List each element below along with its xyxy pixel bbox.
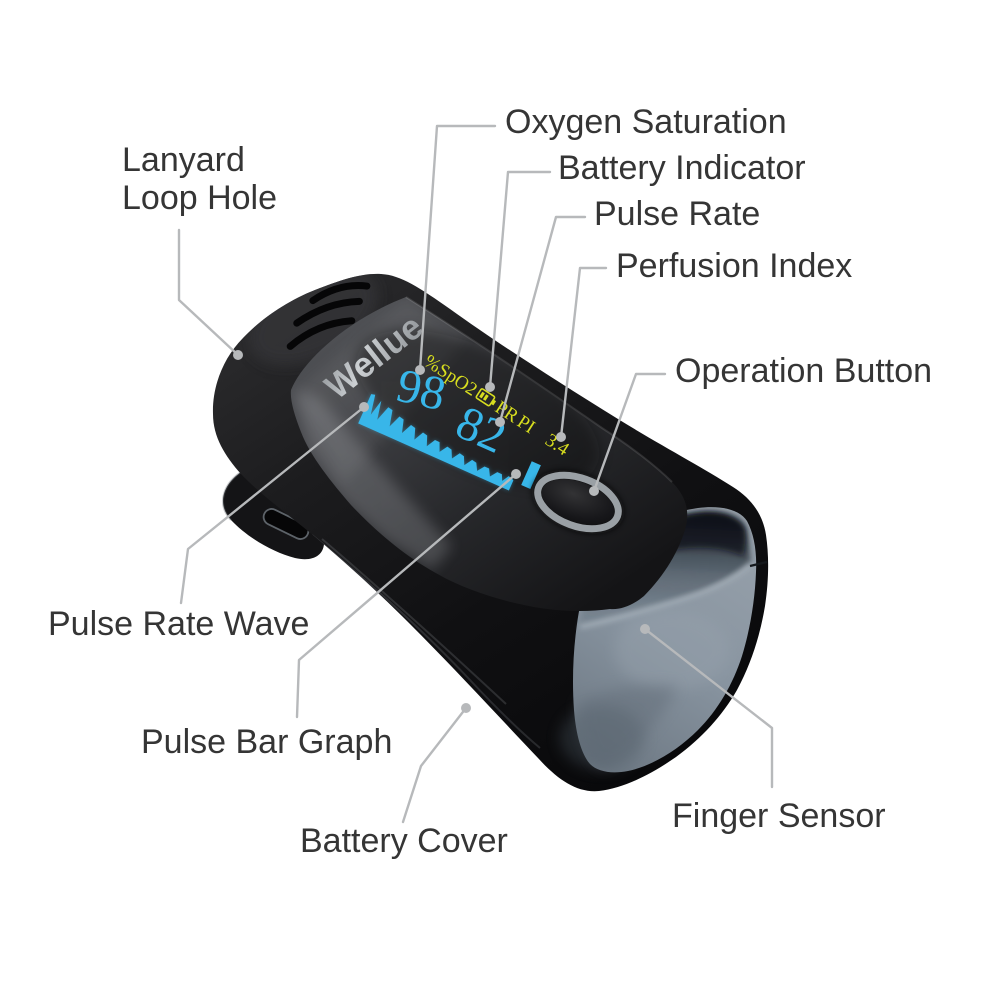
label-operation-button: Operation Button	[675, 352, 933, 390]
leader-pulse-bar-graph	[295, 472, 518, 719]
leader-pulse-rate	[498, 215, 587, 424]
leader-battery-cover	[401, 706, 468, 824]
leader-lanyard-loop-hole	[177, 228, 240, 357]
label-perfusion-index: Perfusion Index	[616, 247, 853, 285]
label-lanyard-loop-hole: Lanyard Loop Hole	[122, 141, 277, 217]
dot-pulse-rate-wave	[359, 402, 369, 412]
panel-sheen-lower	[293, 390, 452, 570]
leader-operation-button	[592, 372, 667, 493]
label-pulse-bar-graph: Pulse Bar Graph	[141, 723, 393, 761]
leader-battery-indicator	[488, 170, 552, 389]
dot-pulse-bar-graph	[511, 469, 521, 479]
lanyard-tab	[222, 469, 325, 560]
leader-oxygen-saturation	[418, 124, 497, 372]
dot-pulse-rate	[495, 417, 505, 427]
lanyard-tab-edge	[222, 469, 245, 521]
label-pulse-rate: Pulse Rate	[594, 195, 761, 233]
leader-lines	[177, 124, 774, 824]
leader-finger-sensor	[643, 627, 774, 789]
battery-icon	[475, 388, 497, 407]
dot-finger-sensor	[640, 624, 650, 634]
body-edge-highlight	[311, 534, 541, 749]
label-lanyard-line2: Loop Hole	[122, 179, 278, 217]
label-lanyard-line1: Lanyard	[122, 141, 245, 179]
leader-perfusion-index	[559, 266, 608, 439]
leader-pulse-rate-wave	[179, 405, 366, 605]
button-ring	[534, 471, 622, 533]
sensor-floor-shade	[578, 684, 678, 768]
dot-oxygen-saturation	[415, 365, 425, 375]
pulse-waveform	[358, 394, 514, 491]
label-battery-cover: Battery Cover	[300, 822, 508, 860]
sensor-seam	[749, 560, 768, 568]
label-finger-sensor: Finger Sensor	[672, 797, 886, 835]
battery-cover-seam	[321, 538, 507, 705]
label-oxygen-saturation: Oxygen Saturation	[505, 103, 787, 141]
device: %SpO2 PR PI 3.4 98 82 Wellue	[212, 273, 769, 792]
dot-battery-cover	[461, 703, 471, 713]
label-pulse-rate-wave: Pulse Rate Wave	[48, 605, 310, 643]
dot-perfusion-index	[556, 432, 566, 442]
leader-dots	[233, 350, 650, 713]
pulse-bar	[521, 461, 541, 490]
dot-lanyard-loop-hole	[233, 350, 243, 360]
vent-grooves	[286, 282, 371, 350]
label-battery-indicator: Battery Indicator	[558, 149, 806, 187]
sensor-smile-lip	[579, 562, 753, 629]
dot-battery-indicator	[485, 382, 495, 392]
lanyard-hole	[262, 508, 310, 540]
dot-operation-button	[589, 486, 599, 496]
